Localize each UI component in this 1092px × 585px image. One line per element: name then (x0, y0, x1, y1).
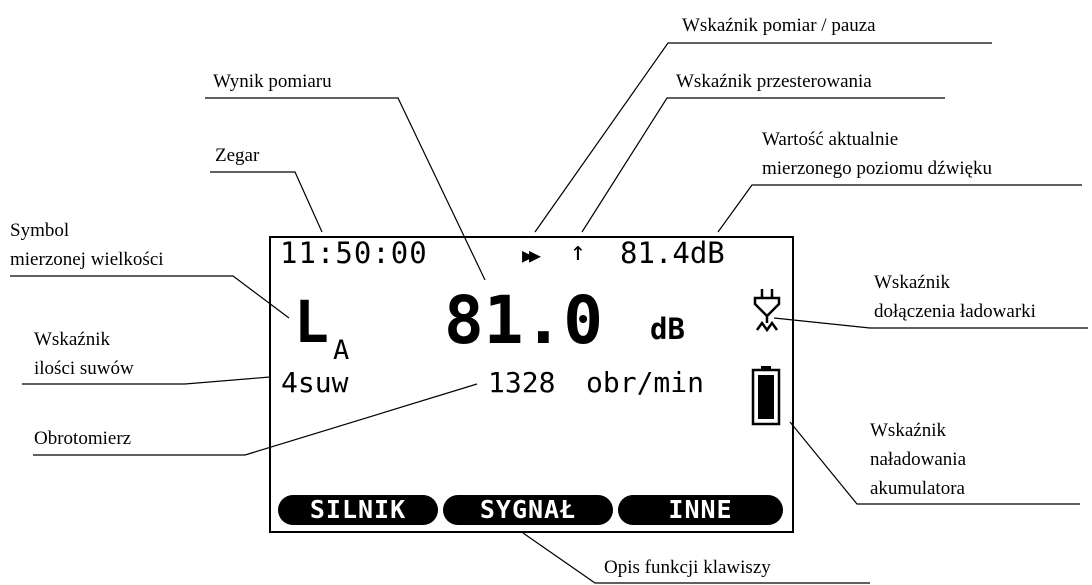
play-pause-icon: ▶▶ (522, 243, 541, 267)
label-klawisze: Opis funkcji klawiszy (604, 557, 771, 578)
leader-symbol (10, 275, 290, 319)
label-akumulator-1: Wskaźnik (870, 420, 946, 441)
label-obrotomierz: Obrotomierz (34, 428, 132, 449)
label-symbol-2: mierzonej wielkości (10, 249, 164, 270)
label-pomiar-pauza: Wskaźnik pomiar / pauza (682, 15, 876, 36)
label-suwy-1: Wskaźnik (34, 329, 110, 350)
leader-ladowarka (773, 317, 1088, 329)
leader-klawisze (522, 532, 870, 584)
leader-obrotomierz (33, 383, 478, 456)
softkey-silnik[interactable]: SILNIK (278, 495, 438, 525)
result-unit: dB (650, 312, 685, 346)
softkey-sygnal[interactable]: SYGNAŁ (443, 495, 613, 525)
leader-przesterowanie (581, 97, 945, 233)
label-suwy-2: ilości suwów (34, 358, 134, 379)
clock-readout: 11:50:00 (280, 236, 428, 270)
leader-pomiar-pauza (534, 42, 992, 233)
label-przesterowanie: Wskaźnik przesterowania (676, 71, 872, 92)
overload-icon: ↑ (570, 237, 586, 267)
label-wartosc-1: Wartość aktualnie (762, 129, 899, 150)
rpm-unit: obr/min (586, 366, 705, 399)
leader-suwy (22, 376, 271, 385)
leader-zegar (210, 171, 323, 233)
battery-fill (758, 375, 774, 419)
label-wartosc-2: mierzonego poziomu dźwięku (762, 158, 993, 179)
leader-wynik (205, 97, 486, 281)
leader-wartosc (717, 184, 1082, 233)
label-akumulator-3: akumulatora (870, 478, 965, 499)
result-value: 81.0 (444, 282, 603, 359)
battery-icon (751, 366, 781, 426)
lcd-frame (269, 236, 794, 533)
quantity-symbol-subscript: A (333, 335, 350, 366)
quantity-symbol: L (294, 288, 329, 356)
label-wynik: Wynik pomiaru (213, 71, 332, 92)
plug-icon (753, 289, 781, 333)
softkey-inne[interactable]: INNE (618, 495, 783, 525)
stroke-mode: 4suw (281, 366, 349, 399)
label-symbol-1: Symbol (10, 220, 70, 241)
label-akumulator-2: naładowania (870, 449, 967, 470)
label-ladowarka-2: dołączenia ładowarki (874, 301, 1036, 322)
current-level-readout: 81.4dB (620, 236, 725, 270)
rpm-value: 1328 (488, 366, 556, 399)
label-ladowarka-1: Wskaźnik (874, 272, 950, 293)
label-zegar: Zegar (215, 145, 260, 166)
leader-akumulator (789, 421, 1080, 505)
